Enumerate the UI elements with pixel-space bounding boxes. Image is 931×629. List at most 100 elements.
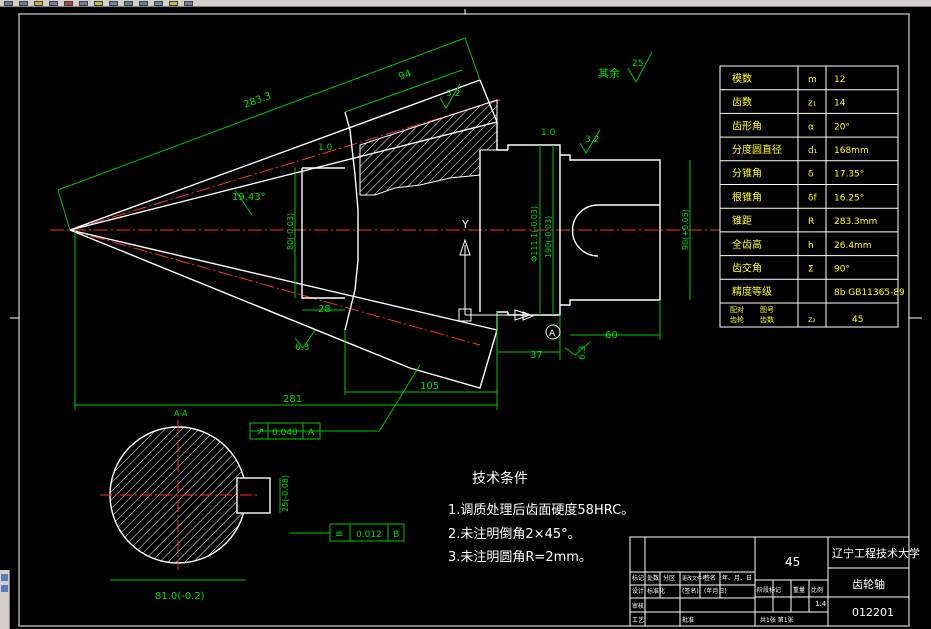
ucs-icon: Y	[458, 218, 532, 322]
tb-header-sign: 签名	[704, 574, 716, 582]
svg-text:B: B	[393, 530, 399, 540]
copy-icon[interactable]	[79, 0, 88, 6]
cut-icon[interactable]	[64, 0, 73, 6]
svg-text:Y: Y	[461, 218, 469, 231]
tb-header-date: 年、月、日	[722, 574, 752, 582]
roughness-10b: 1.0	[541, 128, 556, 138]
feature-frame-b: ≡ 0.012 B	[290, 523, 405, 542]
dim-105: 105	[420, 381, 439, 392]
param-name-cell: 齿形角	[732, 120, 762, 132]
dock-tool-icon[interactable]	[1, 585, 8, 592]
param-sym-cell: Σ	[808, 264, 814, 274]
param-sym-cell: R	[808, 217, 814, 227]
param-last-c4: 齿数	[760, 315, 774, 324]
print-icon[interactable]	[49, 0, 58, 6]
tb-review: 审核	[632, 602, 644, 610]
dim-281: 281	[283, 394, 302, 405]
datum-a: A	[522, 311, 561, 340]
param-val-cell: 20°	[834, 122, 850, 132]
tb-stage: 阶段标记	[757, 586, 781, 594]
dim-90: 90(+0.05)	[681, 209, 690, 250]
roughness-63a: 6.3	[295, 343, 309, 353]
param-sym-cell: α	[808, 122, 814, 132]
param-last-c2: 图号	[760, 306, 774, 314]
properties-icon[interactable]	[184, 0, 193, 6]
dim-37: 37	[530, 350, 543, 361]
param-val-cell: 8b GB11365-89	[834, 288, 905, 298]
tb-sign: (签名)	[682, 587, 699, 595]
param-val-cell: 26.4mm	[834, 241, 872, 251]
param-last-c1: 配对	[730, 305, 744, 314]
tb-sheets: 共1张 第1张	[760, 616, 794, 624]
dim-60: 60	[605, 330, 618, 341]
tb-scale: 1:4	[815, 600, 827, 608]
tb-drawing-no: 012201	[852, 606, 894, 619]
dim-28: 28	[318, 304, 331, 315]
param-name-cell: 齿交角	[732, 261, 762, 274]
pitch-line-upper	[69, 99, 501, 231]
tb-ymd: (年月日)	[704, 587, 727, 595]
svg-text:A: A	[549, 329, 556, 339]
save-icon[interactable]	[34, 0, 43, 6]
param-sym-cell: h	[808, 241, 814, 251]
param-sym-cell: δ	[808, 170, 814, 180]
dim-283: 283.3	[242, 91, 273, 111]
roughness-32a: 3.2	[446, 89, 460, 99]
tb-header-count: 处数	[647, 574, 659, 582]
roughness-symbols	[294, 51, 653, 356]
new-file-icon[interactable]	[4, 0, 13, 6]
dim-80: 80(-0.03)	[286, 213, 295, 250]
roughness-10a: 1.0	[318, 143, 333, 153]
paste-icon[interactable]	[94, 0, 103, 6]
title-block	[629, 536, 910, 627]
param-sym-cell: δf	[808, 193, 818, 203]
zoom-icon[interactable]	[154, 0, 163, 6]
param-name-cell: 齿数	[732, 96, 752, 109]
tb-header-file: 更改文件号	[682, 575, 707, 582]
pan-icon[interactable]	[139, 0, 148, 6]
svg-text:0.012: 0.012	[356, 530, 382, 540]
open-file-icon[interactable]	[19, 0, 28, 6]
tech-title: 技术条件	[472, 470, 528, 487]
section-dim-width: 25(-0.08)	[281, 475, 290, 512]
param-val-cell: 283.3mm	[834, 217, 877, 227]
dock-tool-icon[interactable]	[1, 574, 8, 581]
layer-icon[interactable]	[169, 0, 178, 6]
section-label: A-A	[174, 409, 188, 418]
param-sym-cell: d₁	[808, 146, 818, 156]
tb-school: 辽宁工程技术大学	[832, 546, 920, 560]
undo-icon[interactable]	[109, 0, 118, 6]
tech-requirements: 技术条件 1.调质处理后齿面硬度58HRC。 2.未注明倒角2×45°。 3.未…	[448, 470, 634, 565]
dimension-lines	[57, 37, 691, 432]
svg-text:↗: ↗	[256, 427, 264, 438]
gear-outline	[69, 79, 661, 389]
param-name-cell: 分锥角	[732, 168, 762, 180]
tb-header-zone: 分区	[663, 574, 675, 582]
param-name-cell: 模数	[732, 72, 752, 85]
roughness-25: 25	[632, 59, 643, 69]
tooth-section-hatch	[359, 99, 498, 196]
tb-approve: 批准	[682, 616, 694, 624]
roughness-32b: 3.2	[585, 135, 599, 145]
param-val-cell: 16.25°	[834, 193, 864, 203]
param-name-cell: 根锥角	[732, 190, 762, 203]
param-name-cell: 分度圆直径	[732, 143, 782, 156]
param-last-c3: 齿轮	[730, 315, 744, 324]
svg-text:0.040: 0.040	[272, 428, 298, 438]
param-last-sym: z₂	[808, 315, 815, 324]
dim-111: Φ111.1(-0.03)	[530, 206, 539, 262]
tb-weight: 重量	[793, 586, 805, 594]
tech-item-2: 2.未注明倒角2×45°。	[448, 527, 581, 542]
param-val-cell: 12	[834, 75, 845, 85]
left-dock	[0, 570, 10, 629]
param-last-val: 45	[852, 315, 863, 325]
tb-process: 工艺	[632, 616, 644, 624]
redo-icon[interactable]	[124, 0, 133, 6]
svg-text:A: A	[308, 428, 315, 438]
tb-part-name: 齿轮轴	[852, 577, 885, 591]
param-val-cell: 168mm	[834, 146, 869, 156]
param-sym-cell: z₁	[808, 99, 817, 109]
tech-item-3: 3.未注明圆角R=2mm。	[448, 550, 592, 565]
